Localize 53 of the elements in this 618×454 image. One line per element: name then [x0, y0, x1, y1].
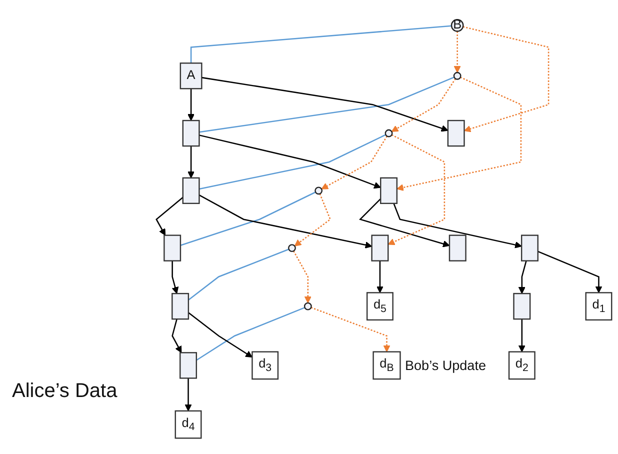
- node-box: d$_{2}$: [508, 351, 536, 380]
- arrow: [462, 26, 550, 132]
- arrow: [188, 88, 195, 121]
- node-circle: [304, 302, 312, 310]
- node-box: d$_{1}$: [585, 292, 612, 321]
- node-box: [164, 234, 182, 262]
- arrow: [454, 31, 461, 73]
- node-circle: [384, 129, 393, 138]
- arrow: [388, 134, 446, 246]
- annotation-text: Alice’s Data: [12, 380, 118, 403]
- node-box: d$_{3}$: [252, 351, 279, 380]
- node-circle: [453, 72, 462, 80]
- arrow: [518, 319, 526, 352]
- arrow: [188, 312, 253, 358]
- connector: [190, 25, 452, 64]
- arrow: [156, 196, 184, 236]
- arrow: [293, 250, 312, 304]
- arrow: [376, 260, 384, 293]
- connector: [188, 248, 290, 301]
- node-box: [447, 120, 465, 147]
- node-box: A: [180, 62, 202, 90]
- node-box: [172, 292, 190, 320]
- arrow: [310, 306, 390, 352]
- arrow: [321, 136, 388, 190]
- node-box: d$_{5}$: [366, 292, 394, 321]
- arrow: [188, 146, 195, 178]
- arrow: [198, 194, 372, 248]
- node-box: d$_{4}$: [174, 410, 202, 439]
- arrow: [294, 194, 332, 246]
- node-circle: [314, 186, 323, 195]
- node-circle: B: [450, 18, 464, 32]
- arrow: [172, 260, 179, 294]
- arrow: [184, 378, 192, 412]
- connector: [196, 306, 306, 361]
- node-box: [182, 177, 200, 204]
- arrow: [518, 260, 527, 294]
- arrow: [172, 318, 182, 353]
- node-box: [448, 234, 466, 262]
- node-box: d$_{B}$: [372, 351, 401, 380]
- arrow: [391, 78, 456, 132]
- node-box: [180, 352, 197, 379]
- node-box: [513, 292, 531, 320]
- node-box: [371, 234, 389, 262]
- node-box: [520, 234, 538, 262]
- arrow: [393, 203, 522, 248]
- arrow: [359, 198, 450, 248]
- node-box: [182, 120, 200, 147]
- connector: [180, 192, 316, 246]
- node-circle: [288, 244, 296, 252]
- node-box: [380, 177, 398, 204]
- arrow: [538, 250, 602, 293]
- arrow: [396, 76, 522, 191]
- node-caption: Bob’s Update: [405, 358, 486, 374]
